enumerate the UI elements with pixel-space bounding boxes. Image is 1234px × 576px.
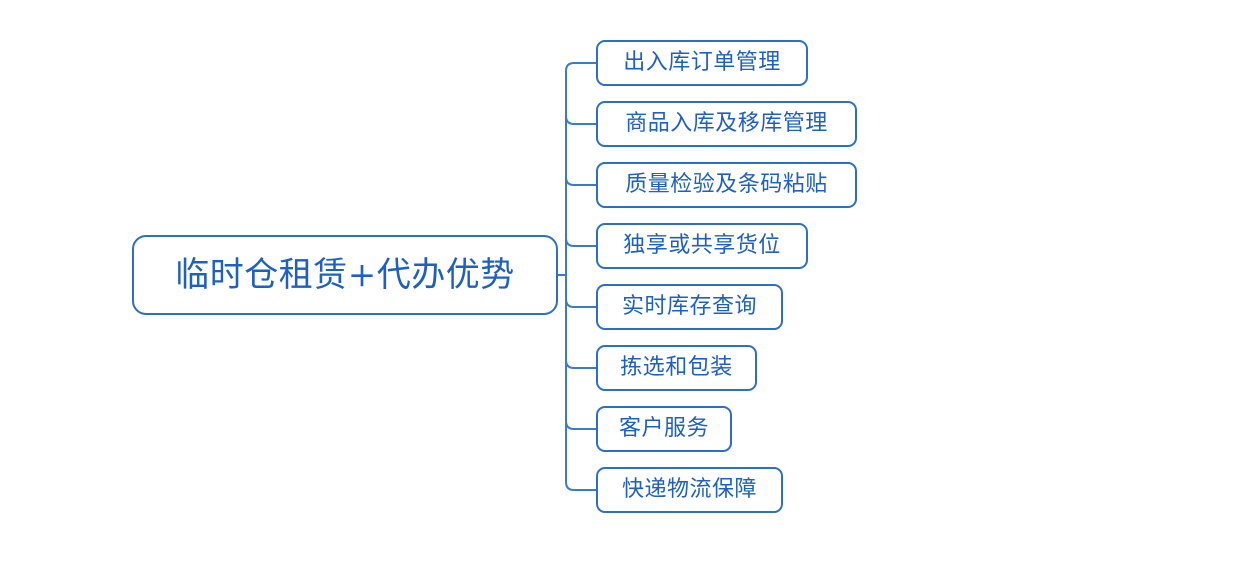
child-node-1[interactable]: 出入库订单管理 bbox=[596, 40, 808, 86]
child-node-2-label: 商品入库及移库管理 bbox=[625, 111, 828, 136]
root-node[interactable]: 临时仓租赁+代办优势 bbox=[132, 235, 558, 315]
root-node-label: 临时仓租赁+代办优势 bbox=[175, 255, 515, 295]
child-node-2[interactable]: 商品入库及移库管理 bbox=[596, 101, 857, 147]
connector-branch-1 bbox=[565, 62, 597, 73]
connector-branch-8 bbox=[565, 481, 597, 491]
child-node-3[interactable]: 质量检验及条码粘贴 bbox=[596, 162, 857, 208]
child-node-7[interactable]: 客户服务 bbox=[596, 406, 732, 452]
connector-branch-7 bbox=[565, 420, 597, 430]
connector-branch-6 bbox=[565, 359, 597, 369]
child-node-4[interactable]: 独享或共享货位 bbox=[596, 223, 808, 269]
child-node-3-label: 质量检验及条码粘贴 bbox=[625, 172, 828, 197]
connector-branch-2 bbox=[565, 115, 597, 125]
child-node-8[interactable]: 快递物流保障 bbox=[596, 467, 783, 513]
child-node-6-label: 拣选和包装 bbox=[620, 355, 733, 380]
child-node-5-label: 实时库存查询 bbox=[621, 294, 757, 319]
child-node-8-label: 快递物流保障 bbox=[621, 477, 757, 502]
child-node-6[interactable]: 拣选和包装 bbox=[596, 345, 757, 391]
child-node-1-label: 出入库订单管理 bbox=[623, 50, 781, 75]
child-node-4-label: 独享或共享货位 bbox=[623, 233, 781, 258]
connector-branch-3 bbox=[565, 176, 597, 186]
connector-branch-4 bbox=[565, 237, 597, 247]
connector-branch-5 bbox=[565, 298, 597, 308]
child-node-7-label: 客户服务 bbox=[618, 416, 709, 441]
child-node-5[interactable]: 实时库存查询 bbox=[596, 284, 783, 330]
